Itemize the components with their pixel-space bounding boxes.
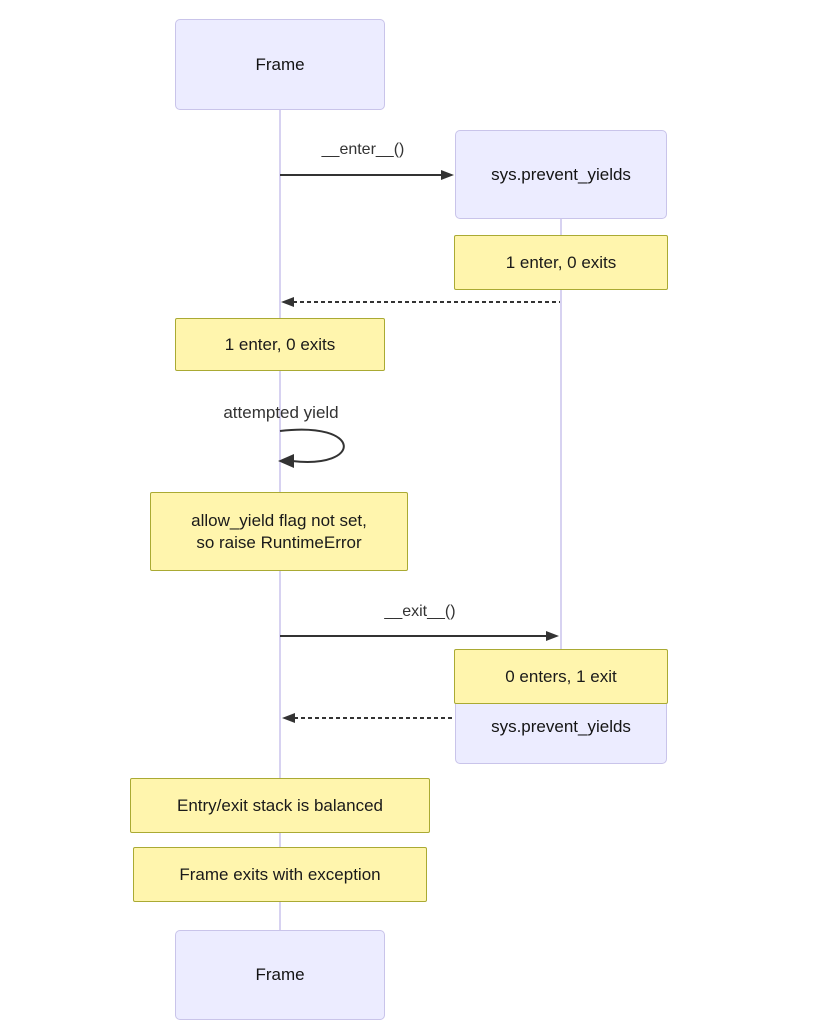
message-exit-return-line bbox=[294, 717, 455, 719]
message-exit-label: __exit__() bbox=[384, 603, 456, 620]
note-sys-after-enter-text: 1 enter, 0 exits bbox=[505, 252, 617, 272]
note-frame-exception-text: Frame exits with exception bbox=[179, 864, 381, 884]
note-sys-after-enter: 1 enter, 0 exits bbox=[454, 235, 668, 290]
actor-frame-top: Frame bbox=[175, 19, 385, 110]
note-stack-balanced: Entry/exit stack is balanced bbox=[130, 778, 430, 833]
actor-frame-top-label: Frame bbox=[255, 54, 305, 74]
note-runtime-error-line1: allow_yield flag not set, bbox=[191, 510, 367, 530]
message-exit-arrowhead-icon bbox=[546, 631, 559, 641]
message-enter-line bbox=[280, 174, 442, 176]
self-loop-arrow-icon bbox=[278, 428, 345, 468]
note-frame-exception: Frame exits with exception bbox=[133, 847, 427, 902]
message-exit-line bbox=[280, 635, 548, 637]
lifeline-sys-prevent-yields bbox=[560, 218, 562, 655]
note-frame-after-enter-text: 1 enter, 0 exits bbox=[224, 334, 336, 354]
message-enter-label: __enter__() bbox=[321, 141, 405, 158]
actor-frame-bottom: Frame bbox=[175, 930, 385, 1020]
actor-frame-bottom-label: Frame bbox=[255, 965, 305, 984]
note-sys-after-exit-text: 0 enters, 1 exit bbox=[505, 666, 617, 686]
message-enter-arrowhead-icon bbox=[441, 170, 454, 180]
note-stack-balanced-text: Entry/exit stack is balanced bbox=[177, 795, 383, 815]
message-self-loop-label: attempted yield bbox=[223, 403, 339, 422]
note-frame-after-enter: 1 enter, 0 exits bbox=[175, 318, 385, 371]
actor-sys-bottom-label: sys.prevent_yields bbox=[491, 717, 631, 736]
note-runtime-error: allow_yield flag not set, so raise Runti… bbox=[150, 492, 408, 571]
note-sys-after-exit: 0 enters, 1 exit bbox=[454, 649, 668, 704]
message-exit-return-arrowhead-icon bbox=[282, 713, 295, 723]
message-enter-return-arrowhead-icon bbox=[281, 297, 294, 307]
actor-sys-top-label: sys.prevent_yields bbox=[491, 164, 631, 184]
note-runtime-error-line2: so raise RuntimeError bbox=[196, 532, 362, 552]
actor-sys-top: sys.prevent_yields bbox=[455, 130, 667, 219]
message-enter-return-line bbox=[293, 301, 560, 303]
